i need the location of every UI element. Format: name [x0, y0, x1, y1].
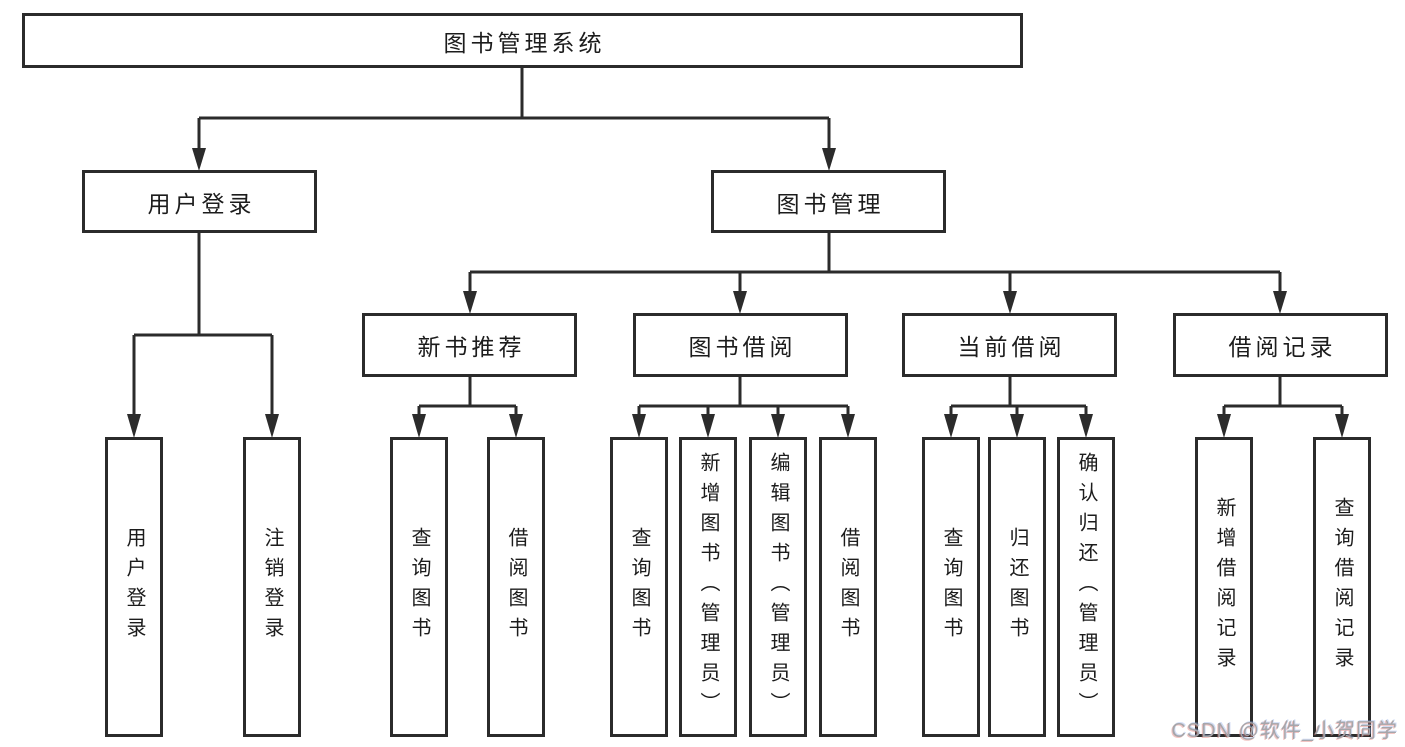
- leaf-add-borrow-record-label: 新增借阅记录: [1213, 497, 1235, 677]
- leaf-query-borrow-record: 查询借阅记录: [1313, 437, 1371, 737]
- node-book-management-label: 图书管理: [776, 190, 885, 217]
- node-new-book-recommend: 新书推荐: [362, 313, 577, 377]
- leaf-user-login-label: 用户登录: [123, 527, 145, 647]
- leaf-logout-login-label: 注销登录: [261, 527, 283, 647]
- leaf-logout-login: 注销登录: [243, 437, 301, 737]
- leaf-query-books-current-label: 查询图书: [940, 527, 962, 647]
- node-current-borrow-label: 当前借阅: [957, 334, 1066, 360]
- leaf-confirm-return-admin-label: 确认归还（管理员）: [1075, 452, 1097, 722]
- node-root-label: 图书管理系统: [443, 29, 606, 56]
- leaf-borrow-books-label: 借阅图书: [837, 527, 859, 647]
- leaf-borrow-books: 借阅图书: [819, 437, 877, 737]
- leaf-query-books-current: 查询图书: [922, 437, 980, 737]
- node-current-borrow: 当前借阅: [902, 313, 1117, 377]
- node-user-login-label: 用户登录: [147, 190, 256, 217]
- leaf-edit-books-admin-label: 编辑图书（管理员）: [767, 452, 789, 722]
- leaf-query-books-borrow-label: 查询图书: [628, 527, 650, 647]
- node-borrow-records-label: 借阅记录: [1228, 334, 1337, 360]
- leaf-edit-books-admin: 编辑图书（管理员）: [749, 437, 807, 737]
- node-book-borrow-label: 图书借阅: [688, 334, 797, 360]
- csdn-watermark: CSDN @软件_小贺同学: [1171, 720, 1398, 742]
- leaf-query-books-recommend: 查询图书: [390, 437, 448, 737]
- node-new-book-recommend-label: 新书推荐: [417, 334, 526, 360]
- leaf-query-books-recommend-label: 查询图书: [408, 527, 430, 647]
- node-book-borrow: 图书借阅: [633, 313, 848, 377]
- leaf-query-books-borrow: 查询图书: [610, 437, 668, 737]
- leaf-add-borrow-record: 新增借阅记录: [1195, 437, 1253, 737]
- leaf-user-login: 用户登录: [105, 437, 163, 737]
- leaf-return-books-label: 归还图书: [1006, 527, 1028, 647]
- leaf-borrow-books-recommend-label: 借阅图书: [505, 527, 527, 647]
- leaf-query-borrow-record-label: 查询借阅记录: [1331, 497, 1353, 677]
- leaf-borrow-books-recommend: 借阅图书: [487, 437, 545, 737]
- node-borrow-records: 借阅记录: [1173, 313, 1388, 377]
- leaf-add-books-admin: 新增图书（管理员）: [679, 437, 737, 737]
- node-user-login: 用户登录: [82, 170, 317, 233]
- leaf-return-books: 归还图书: [988, 437, 1046, 737]
- leaf-add-books-admin-label: 新增图书（管理员）: [697, 452, 719, 722]
- leaf-confirm-return-admin: 确认归还（管理员）: [1057, 437, 1115, 737]
- node-root: 图书管理系统: [22, 13, 1023, 68]
- node-book-management: 图书管理: [711, 170, 946, 233]
